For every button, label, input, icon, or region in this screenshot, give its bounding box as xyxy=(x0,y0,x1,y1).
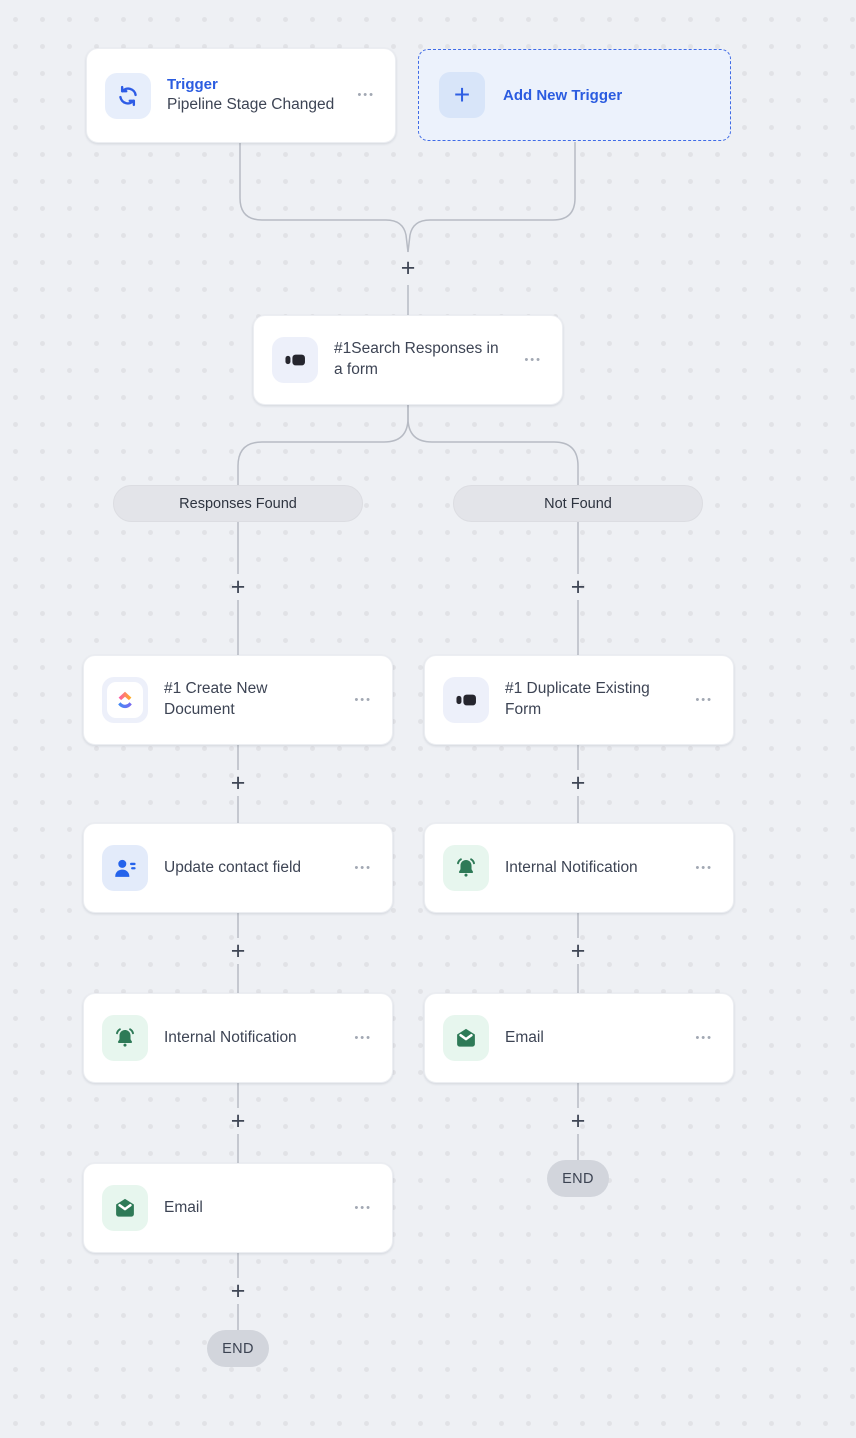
email-icon xyxy=(102,1185,148,1231)
add-step-button[interactable]: + xyxy=(225,574,251,600)
step-title: #1 Create New Document xyxy=(164,680,268,718)
branch-label-not-found: Not Found xyxy=(453,485,703,522)
card-menu-button[interactable]: ••• xyxy=(524,353,542,366)
form-icon xyxy=(443,677,489,723)
email-icon xyxy=(443,1015,489,1061)
card-menu-button[interactable]: ••• xyxy=(354,1031,372,1044)
add-step-button[interactable]: + xyxy=(225,1278,251,1304)
trigger-card[interactable]: Trigger Pipeline Stage Changed ••• xyxy=(86,48,396,143)
step-title: Email xyxy=(505,1028,544,1046)
card-menu-button[interactable]: ••• xyxy=(354,861,372,874)
clickup-icon xyxy=(102,677,148,723)
step-title: Email xyxy=(164,1198,203,1216)
email-card[interactable]: Email ••• xyxy=(83,1163,393,1253)
contact-icon xyxy=(102,845,148,891)
card-menu-button[interactable]: ••• xyxy=(354,693,372,706)
create-document-card[interactable]: #1 Create New Document ••• xyxy=(83,655,393,745)
card-menu-button[interactable]: ••• xyxy=(354,1201,372,1214)
add-step-button[interactable]: + xyxy=(565,938,591,964)
internal-notification-card[interactable]: Internal Notification ••• xyxy=(83,993,393,1083)
end-node: END xyxy=(547,1160,609,1197)
card-menu-button[interactable]: ••• xyxy=(357,89,375,101)
trigger-subtitle: Pipeline Stage Changed xyxy=(167,95,335,113)
step-title: #1Search Responses in a form xyxy=(334,340,499,378)
sync-icon xyxy=(105,72,151,119)
step-title: Internal Notification xyxy=(505,858,638,876)
add-new-trigger-label: Add New Trigger xyxy=(503,86,623,104)
email-card[interactable]: Email ••• xyxy=(424,993,734,1083)
step-title: #1 Duplicate Existing Form xyxy=(505,680,650,718)
add-new-trigger-button[interactable]: + Add New Trigger xyxy=(418,49,731,141)
search-responses-card[interactable]: #1Search Responses in a form ••• xyxy=(253,315,563,405)
end-node: END xyxy=(207,1330,269,1367)
branch-label-responses-found: Responses Found xyxy=(113,485,363,522)
add-step-button[interactable]: + xyxy=(225,938,251,964)
step-title: Internal Notification xyxy=(164,1028,297,1046)
duplicate-form-card[interactable]: #1 Duplicate Existing Form ••• xyxy=(424,655,734,745)
add-step-button[interactable]: + xyxy=(565,770,591,796)
card-menu-button[interactable]: ••• xyxy=(695,861,713,874)
form-icon xyxy=(272,337,318,383)
card-menu-button[interactable]: ••• xyxy=(695,693,713,706)
add-step-button[interactable]: + xyxy=(225,770,251,796)
add-step-button[interactable]: + xyxy=(565,1108,591,1134)
add-step-button[interactable]: + xyxy=(225,1108,251,1134)
add-step-button[interactable]: + xyxy=(395,255,421,281)
update-contact-card[interactable]: Update contact field ••• xyxy=(83,823,393,913)
add-step-button[interactable]: + xyxy=(565,574,591,600)
plus-icon: + xyxy=(439,72,485,118)
trigger-title: Trigger xyxy=(167,75,218,93)
bell-icon xyxy=(443,845,489,891)
step-title: Update contact field xyxy=(164,858,302,876)
card-menu-button[interactable]: ••• xyxy=(695,1031,713,1044)
internal-notification-card[interactable]: Internal Notification ••• xyxy=(424,823,734,913)
bell-icon xyxy=(102,1015,148,1061)
